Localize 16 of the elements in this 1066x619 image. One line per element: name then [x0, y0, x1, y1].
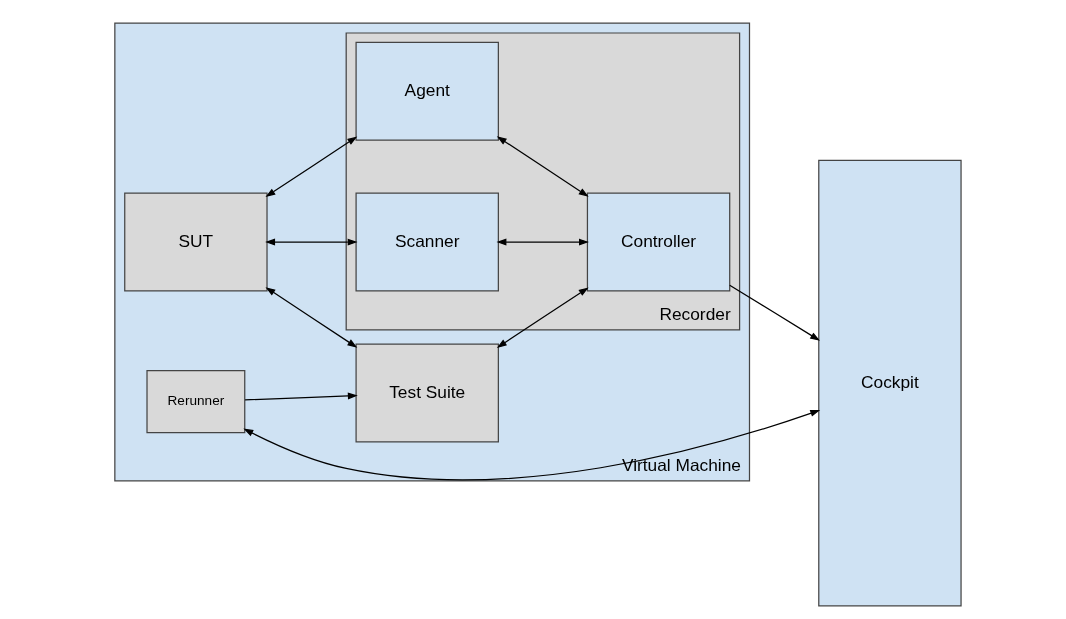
- arrow: [243, 409, 821, 481]
- node-box: Controller: [586, 192, 731, 292]
- node-box: Rerunner: [146, 370, 246, 434]
- node-box: Scanner: [355, 192, 499, 292]
- node-box: Cockpit: [818, 159, 962, 607]
- arrow: [265, 287, 358, 348]
- arrow: [729, 284, 820, 341]
- arrow: [265, 136, 358, 197]
- arrow: [496, 136, 589, 197]
- node-box: Agent: [355, 41, 499, 141]
- node-box: SUT: [124, 192, 268, 292]
- arrow: [244, 392, 358, 401]
- arrow: [496, 287, 589, 348]
- arrow: [496, 238, 589, 246]
- node-box: Test Suite: [355, 343, 499, 443]
- arrow: [265, 238, 358, 246]
